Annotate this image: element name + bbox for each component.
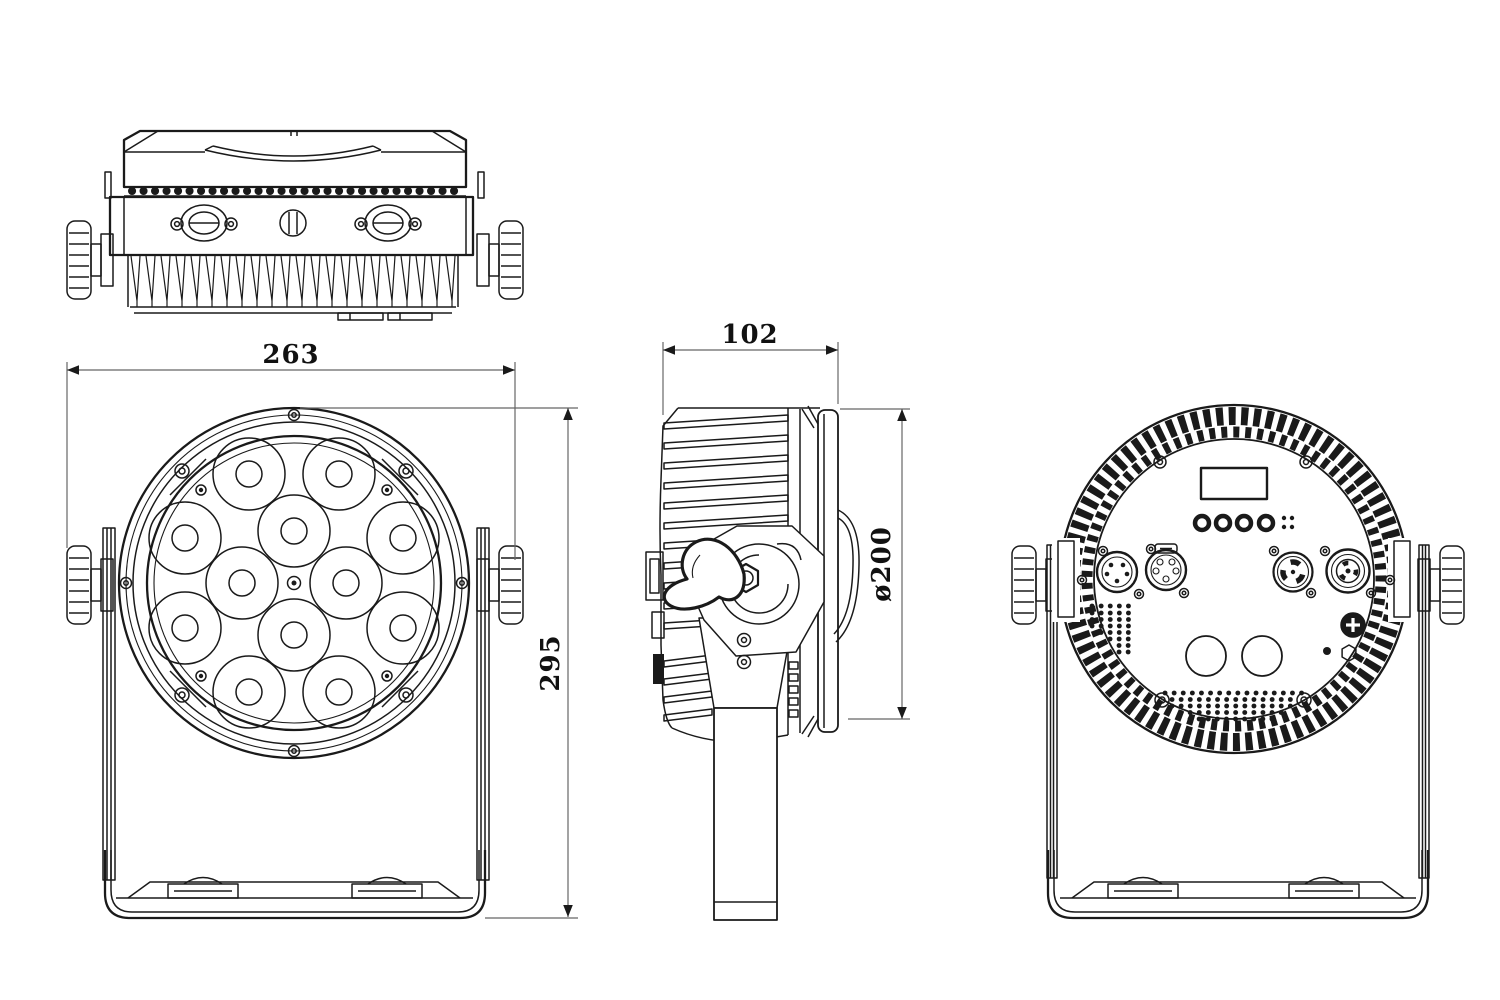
display-window bbox=[1199, 466, 1269, 501]
rear-panel bbox=[1089, 455, 1377, 722]
yoke-handle-bar bbox=[713, 707, 778, 921]
top-view bbox=[66, 129, 524, 321]
bezel-screw bbox=[455, 576, 469, 590]
front-view bbox=[66, 406, 524, 920]
plate-screw bbox=[398, 463, 414, 479]
dimension-label-diameter: ø200 bbox=[867, 526, 897, 602]
dimension-annotations: 263 295 102 ø200 bbox=[66, 320, 910, 919]
side-knob-left bbox=[66, 220, 114, 300]
lens-head bbox=[117, 406, 471, 760]
lens bbox=[257, 598, 331, 672]
quarter-turn-latch-right bbox=[354, 204, 422, 242]
yoke-side bbox=[662, 525, 825, 921]
bracket-foot bbox=[1288, 876, 1360, 899]
plate-screw bbox=[174, 463, 190, 479]
lens bbox=[257, 494, 331, 568]
plate-screw bbox=[174, 687, 190, 703]
dimension-width: 263 bbox=[66, 340, 516, 560]
yoke-screw bbox=[736, 654, 752, 670]
lens bbox=[148, 591, 222, 665]
ring-mount-plate-right bbox=[1388, 538, 1416, 622]
menu-button bbox=[1256, 513, 1276, 533]
menu-button bbox=[1213, 513, 1233, 533]
handle-recess bbox=[204, 149, 382, 162]
dimension-label-width: 263 bbox=[262, 340, 319, 370]
menu-buttons bbox=[1192, 513, 1295, 533]
hex-nut bbox=[1341, 644, 1357, 662]
yoke-arm-tip-right bbox=[477, 171, 485, 199]
mounting-bracket bbox=[1046, 850, 1430, 920]
lens bbox=[309, 546, 383, 620]
power-in-connector bbox=[1319, 545, 1377, 599]
dimension-label-depth: 102 bbox=[721, 320, 778, 350]
panel-screw bbox=[1299, 455, 1313, 469]
face-screw bbox=[1384, 574, 1396, 586]
power-out-connector bbox=[1268, 545, 1317, 599]
lens bbox=[212, 655, 286, 729]
yoke-arm-right bbox=[476, 527, 490, 881]
dimension-diameter: ø200 bbox=[840, 408, 910, 720]
plate-screw bbox=[398, 687, 414, 703]
panel-screw bbox=[1154, 692, 1170, 708]
xlr-5pin-male-connector bbox=[1095, 545, 1145, 600]
xlr-5pin-female-connector bbox=[1144, 543, 1190, 599]
yoke-screw bbox=[736, 632, 752, 648]
rear-view bbox=[1011, 403, 1465, 920]
rear-body-side bbox=[787, 405, 860, 738]
side-connector-tabs bbox=[645, 551, 665, 684]
lens bbox=[205, 546, 279, 620]
top-cover bbox=[122, 129, 468, 189]
dimension-depth: 102 bbox=[662, 320, 839, 415]
small-screw bbox=[381, 484, 393, 496]
vent-holes-bottom bbox=[1162, 690, 1305, 722]
lens bbox=[366, 591, 440, 665]
vent-circle bbox=[1185, 635, 1227, 677]
bezel-screw bbox=[119, 576, 133, 590]
bezel-screw bbox=[287, 408, 301, 422]
vent-holes-left bbox=[1089, 603, 1132, 655]
center-slot-screw bbox=[279, 209, 307, 237]
small-screw bbox=[381, 670, 393, 682]
mounting-bracket bbox=[103, 850, 487, 920]
lens bbox=[302, 655, 376, 729]
yoke-arm-tip-left bbox=[104, 171, 112, 199]
lens bbox=[302, 437, 376, 511]
bottom-feet bbox=[337, 312, 433, 321]
face-screw bbox=[1076, 574, 1088, 586]
menu-button bbox=[1192, 513, 1212, 533]
panel-screw bbox=[1153, 455, 1167, 469]
yoke-arm-right bbox=[1418, 544, 1430, 879]
ground-screw bbox=[1340, 612, 1366, 638]
menu-button bbox=[1234, 513, 1254, 533]
side-knob-right bbox=[476, 545, 524, 625]
side-knob-right bbox=[476, 220, 524, 300]
yoke-arm-left bbox=[102, 527, 116, 881]
heatsink-fins-top bbox=[127, 255, 459, 314]
lens bbox=[366, 501, 440, 575]
lens bbox=[148, 501, 222, 575]
dimension-height: 295 bbox=[300, 407, 578, 919]
bracket-foot bbox=[351, 876, 423, 899]
lens bbox=[212, 437, 286, 511]
quarter-turn-latch-left bbox=[170, 204, 238, 242]
bracket-foot bbox=[1107, 876, 1179, 899]
center-screw bbox=[286, 575, 302, 591]
bracket-foot bbox=[167, 876, 239, 899]
butterfly-lever bbox=[662, 537, 746, 611]
bezel-screw bbox=[287, 744, 301, 758]
small-screw bbox=[195, 484, 207, 496]
side-view bbox=[645, 405, 860, 921]
side-knob-left bbox=[66, 545, 114, 625]
heatsink-ring bbox=[1058, 403, 1410, 755]
indicator-dot bbox=[1323, 647, 1331, 655]
ring-mount-plate-left bbox=[1052, 538, 1080, 622]
vent-circle bbox=[1241, 635, 1283, 677]
small-screw bbox=[195, 670, 207, 682]
mounting-plate bbox=[108, 195, 475, 257]
dimension-label-height: 295 bbox=[536, 634, 566, 691]
